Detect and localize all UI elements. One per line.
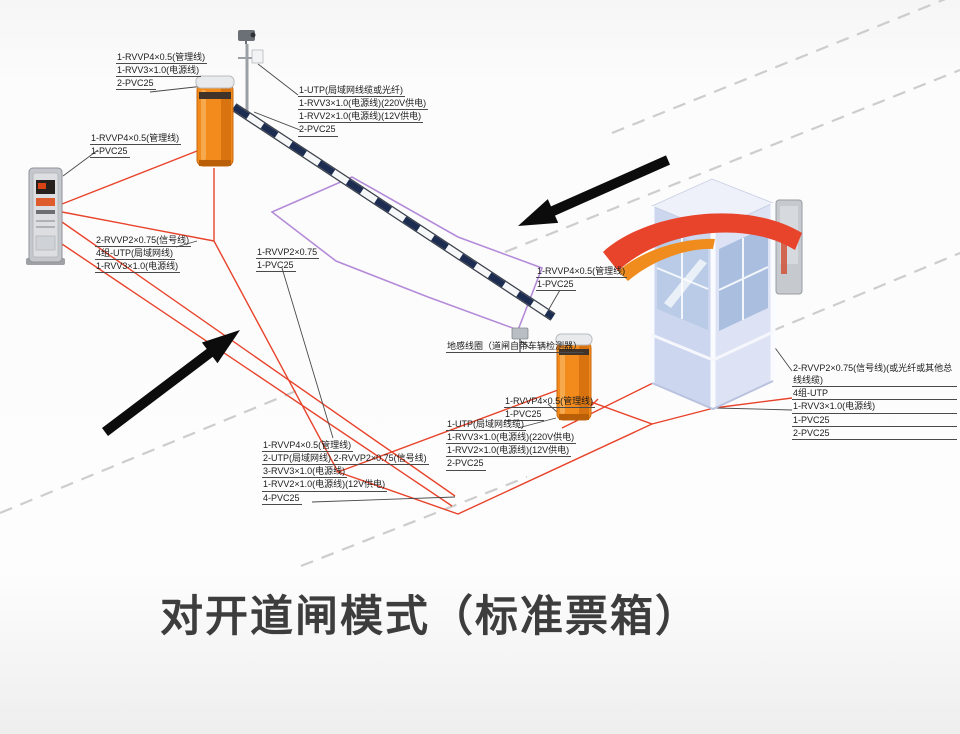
cable-label: 4组-UTP(局域网线) [95,247,175,261]
loop-detector-note: 地感线圈（道闸自带车辆检测器） [446,340,585,354]
cable-label: 1-RVV3×1.0(电源线)(220V供电) [298,97,429,111]
cable-label-group-right-mid: 1-RVVP4×0.5(管理线) 1-PVC25 [504,395,596,422]
cable-label: 1-RVV2×1.0(电源线)(12V供电) [446,444,572,458]
cable-label-group-far-right: 2-RVVP2×0.75(信号线)(或光纤或其他总线线缆) 4组-UTP 1-R… [792,362,957,440]
cable-label: 1-UTP(局域网线缆) [446,418,526,432]
cable-label: 2-PVC25 [792,427,957,440]
cable-label: 1-RVV3×1.0(电源线) [116,64,202,78]
barrier-gate-right [555,333,593,421]
cable-label: 1-RVV3×1.0(电源线) [95,260,181,274]
cable-label: 2-UTP(局域网线) 2-RVVP2×0.75(信号线) [262,452,429,466]
cable-label: 1-PVC25 [504,408,544,422]
cable-label: 地感线圈（道闸自带车辆检测器） [446,340,585,354]
cable-label: 1-PVC25 [536,278,576,292]
barrier-gate-left [195,75,235,167]
cable-label: 1-PVC25 [792,414,957,427]
cable-label: 1-RVVP4×0.5(管理线) [262,439,354,453]
traffic-direction-arrows [102,155,670,436]
cable-label-group-left-upper: 1-RVVP4×0.5(管理线) 1-PVC25 [90,132,182,159]
cable-label-group-top-center: 1-UTP(局域网线缆或光纤) 1-RVV3×1.0(电源线)(220V供电) … [298,84,429,137]
cable-label-group-center-lower: 1-UTP(局域网线缆) 1-RVV3×1.0(电源线)(220V供电) 1-R… [446,418,577,471]
cable-label: 2-RVVP2×0.75(信号线)(或光纤或其他总线线缆) [792,362,957,388]
arrow-outbound [102,330,240,436]
cable-label-group-left-mid: 2-RVVP2×0.75(信号线) 4组-UTP(局域网线) 1-RVV3×1.… [95,234,192,274]
diagram-title: 对开道闸模式（标准票箱） [160,593,700,641]
cable-label: 1-RVV3×1.0(电源线) [792,400,957,414]
cable-label: 1-RVVP4×0.5(管理线) [116,51,208,65]
cable-label-group-center: 1-RVVP2×0.75 1-PVC25 [256,246,320,273]
cable-label: 3-RVV3×1.0(电源线) [262,465,348,479]
camera-icon [238,30,255,41]
barrier-arm [231,103,556,321]
cable-label: 1-RVV2×1.0(电源线)(12V供电) [298,110,424,124]
cable-label-group-top-left: 1-RVVP4×0.5(管理线) 1-RVV3×1.0(电源线) 2-PVC25 [116,51,208,91]
cable-label: 1-RVVP2×0.75 [256,246,320,260]
cable-label: 2-PVC25 [446,457,486,471]
arrow-inbound [518,155,670,226]
cable-label: 1-PVC25 [256,259,296,273]
cable-label-group-center-right: 1-RVVP4×0.5(管理线) 1-PVC25 [536,265,628,292]
ticket-slot [36,210,55,214]
cable-label-group-bottom-left: 1-RVVP4×0.5(管理线) 2-UTP(局域网线) 2-RVVP2×0.7… [262,439,429,505]
road-dashed-lines [0,0,960,568]
vehicle-detector [511,327,529,353]
label-leader-lines [62,63,793,503]
cable-label: 1-RVVP4×0.5(管理线) [536,265,628,279]
booth-ribbon [603,213,802,281]
cable-label: 1-UTP(局域网线缆或光纤) [298,84,405,98]
ticket-dispenser [26,167,65,265]
cable-label: 4-PVC25 [262,492,302,505]
cable-label: 4组-UTP [792,387,957,401]
cctv-camera-pole [238,30,264,118]
cable-label: 1-RVVP4×0.5(管理线) [90,132,182,146]
info-panel [775,199,803,295]
guard-booth [649,178,776,411]
cable-label: 1-RVV2×1.0(电源线)(12V供电) [262,478,388,492]
cable-label: 2-RVVP2×0.75(信号线) [95,234,192,248]
cable-label: 1-RVVP4×0.5(管理线) [504,395,596,409]
cable-label: 2-PVC25 [116,77,156,91]
cable-label: 1-PVC25 [90,145,130,159]
cable-label: 2-PVC25 [298,123,338,137]
cable-label: 1-RVV3×1.0(电源线)(220V供电) [446,431,577,445]
